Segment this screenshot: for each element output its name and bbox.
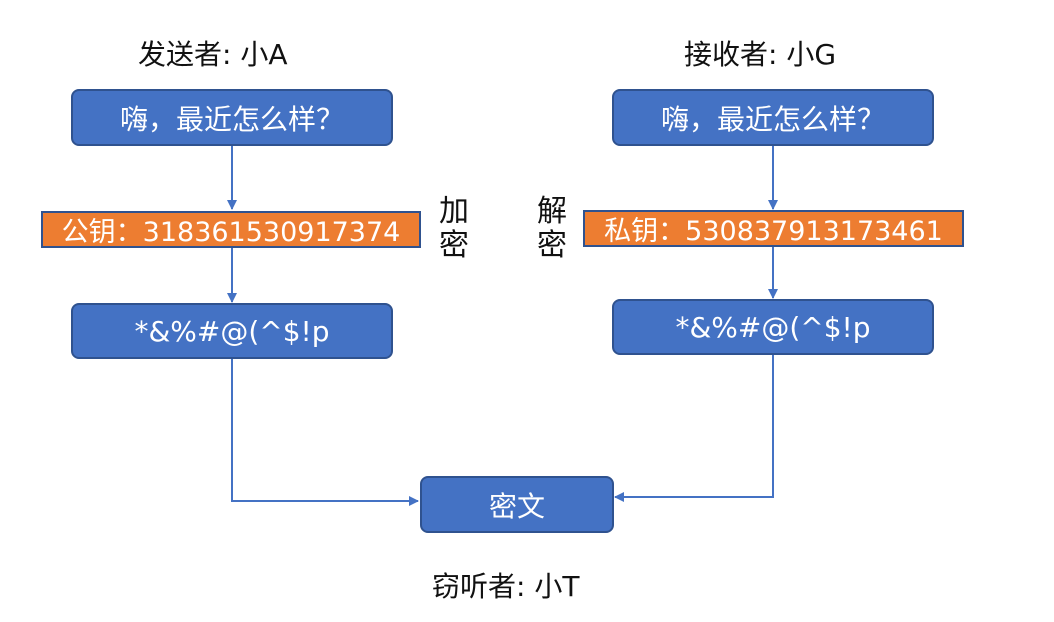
private-key-box: 私钥：530837913173461 bbox=[583, 210, 964, 247]
arrow-encrypted-to-ciphertext-right bbox=[614, 354, 774, 502]
ciphertext-box: 密文 bbox=[420, 476, 614, 533]
encrypt-label-char-2: 密 bbox=[439, 228, 469, 263]
decrypt-label: 解 密 bbox=[534, 195, 570, 263]
sender-encrypted-box: *&%#@(^$!p bbox=[71, 303, 393, 359]
public-key-box: 公钥：318361530917374 bbox=[41, 211, 421, 248]
receiver-encrypted-box: *&%#@(^$!p bbox=[612, 299, 934, 355]
eavesdropper-title: 窃听者: 小T bbox=[432, 570, 580, 603]
sender-message-box: 嗨，最近怎么样？ bbox=[71, 89, 393, 146]
receiver-message-box: 嗨，最近怎么样？ bbox=[612, 89, 934, 146]
decrypt-label-char-2: 密 bbox=[537, 228, 567, 263]
receiver-title: 接收者: 小G bbox=[684, 38, 837, 71]
decrypt-label-char-1: 解 bbox=[537, 194, 567, 229]
arrow-encrypted-to-ciphertext-left bbox=[231, 358, 419, 506]
sender-title: 发送者: 小A bbox=[138, 38, 288, 71]
encrypt-label: 加 密 bbox=[436, 195, 472, 263]
encrypt-label-char-1: 加 bbox=[439, 194, 469, 229]
